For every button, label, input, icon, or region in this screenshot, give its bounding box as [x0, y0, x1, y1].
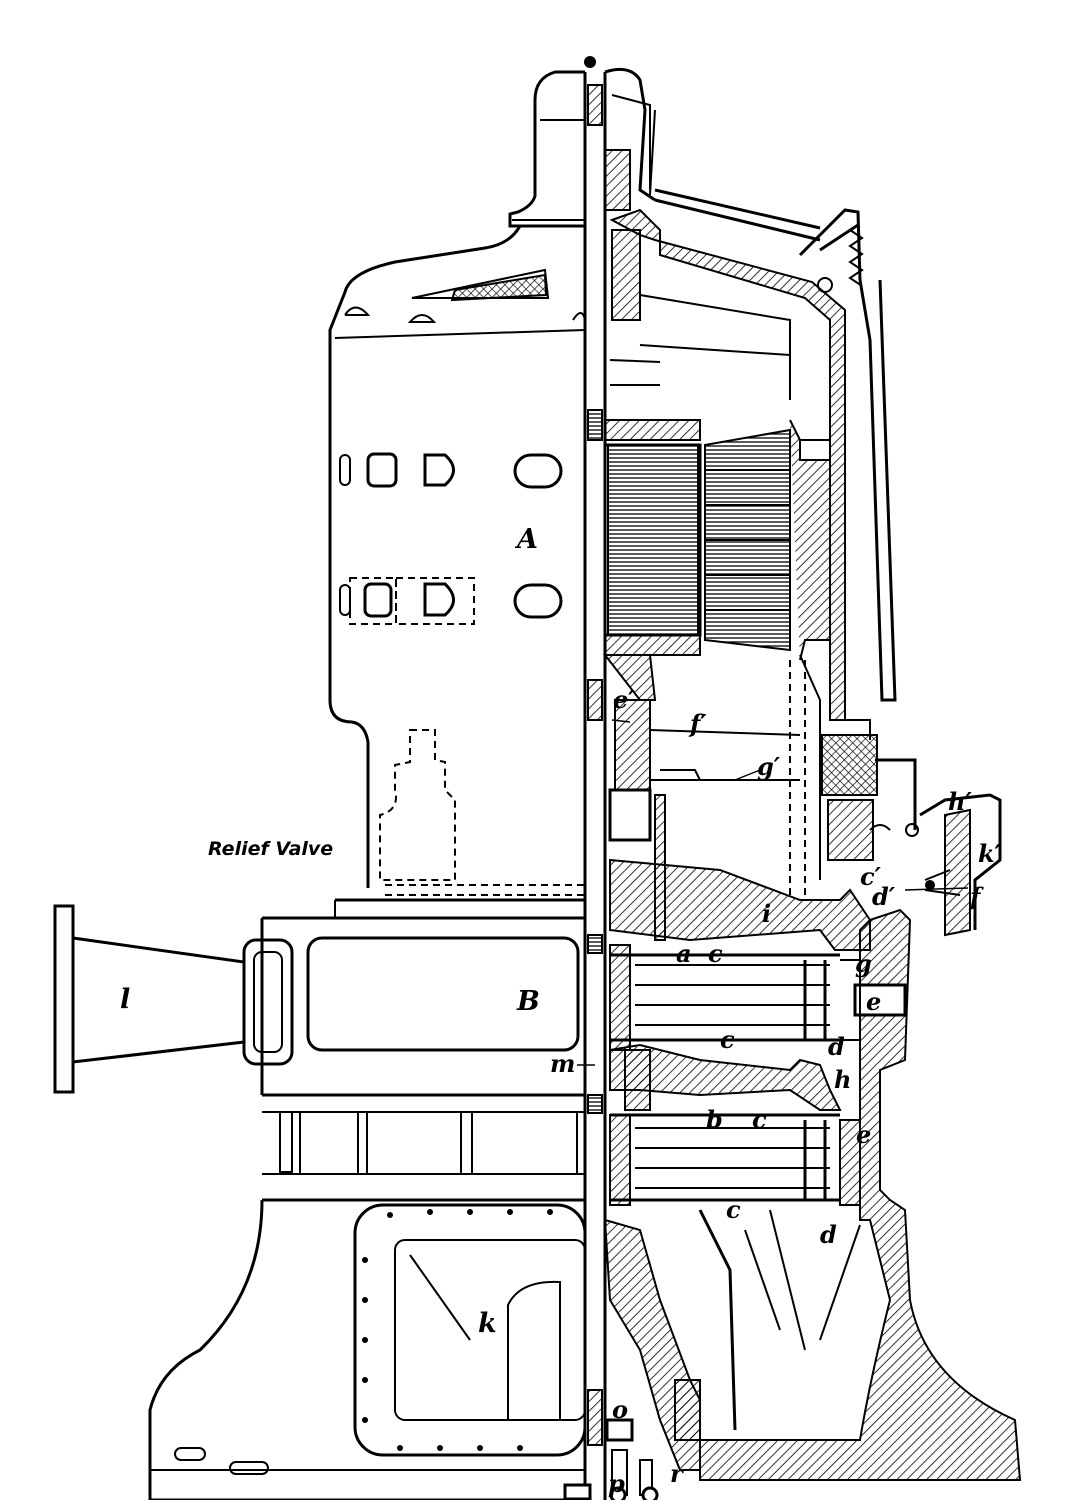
- label-f: f: [968, 882, 984, 911]
- label-p: p: [608, 1469, 625, 1498]
- exterior-view: [53, 70, 587, 1500]
- label-k: k: [478, 1308, 497, 1339]
- label-l: l: [120, 984, 130, 1015]
- label-k-prime: k′: [978, 839, 1002, 868]
- label-a: a: [676, 939, 692, 968]
- label-g-prime: g′: [757, 752, 781, 781]
- label-g: g: [855, 949, 872, 978]
- label-c-4: c: [726, 1195, 741, 1224]
- label-c-prime: c′: [860, 862, 882, 891]
- label-A: A: [514, 524, 538, 555]
- label-i: i: [762, 899, 771, 928]
- label-d-2: d: [820, 1220, 837, 1249]
- label-e-2: e: [856, 1120, 871, 1149]
- label-e-prime: e′: [613, 685, 635, 714]
- label-c-3: c: [752, 1105, 767, 1134]
- sectional-view: [563, 67, 1022, 1500]
- label-r: r: [670, 1459, 685, 1488]
- label-d-prime: d′: [872, 882, 896, 911]
- labels: A B l m k Relief Valve e′ f′ g′ h′ k′ c′…: [120, 524, 1002, 1498]
- label-h: h: [834, 1065, 851, 1094]
- label-m: m: [550, 1049, 575, 1078]
- center-shaft: [583, 56, 607, 1500]
- label-e-1: e: [866, 987, 881, 1016]
- label-B: B: [516, 986, 540, 1017]
- label-h-prime: h′: [948, 787, 972, 816]
- label-b: b: [706, 1105, 723, 1134]
- label-o: o: [612, 1395, 628, 1424]
- label-c-1: c: [708, 939, 723, 968]
- label-f-prime: f′: [688, 709, 707, 738]
- label-relief-valve: Relief Valve: [208, 838, 333, 860]
- label-c-2: c: [720, 1025, 735, 1054]
- label-d-1: d: [828, 1032, 845, 1061]
